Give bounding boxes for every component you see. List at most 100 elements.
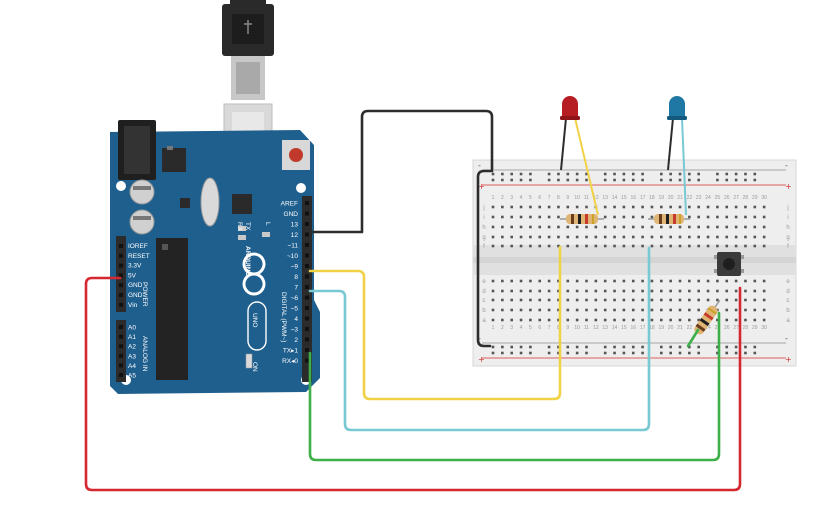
header-pin[interactable] [119,263,123,268]
breadboard-rail-hole[interactable] [529,351,532,355]
breadboard-hole[interactable] [734,235,738,239]
breadboard-hole[interactable] [650,308,654,312]
breadboard-hole[interactable] [641,279,644,283]
breadboard-hole[interactable] [725,225,729,229]
breadboard-hole[interactable] [547,289,551,293]
breadboard-hole[interactable] [491,244,495,248]
breadboard-hole[interactable] [566,298,570,302]
breadboard-hole[interactable] [613,289,616,293]
breadboard-hole[interactable] [613,308,616,312]
breadboard-hole[interactable] [762,279,766,283]
breadboard-rail-hole[interactable] [678,351,682,355]
breadboard-rail-hole[interactable] [631,172,635,176]
breadboard-hole[interactable] [678,205,682,209]
breadboard-hole[interactable] [594,279,598,283]
breadboard-hole[interactable] [603,235,607,239]
breadboard-hole[interactable] [734,298,738,302]
breadboard-hole[interactable] [641,225,644,229]
header-pin[interactable] [305,243,309,247]
breadboard-hole[interactable] [725,215,729,219]
breadboard-hole[interactable] [491,235,495,239]
breadboard-hole[interactable] [538,244,542,248]
breadboard-hole[interactable] [547,244,551,248]
breadboard-hole[interactable] [519,205,523,209]
breadboard-rail-hole[interactable] [631,178,635,182]
breadboard-hole[interactable] [622,298,626,302]
breadboard-hole[interactable] [762,318,766,322]
breadboard-hole[interactable] [613,318,616,322]
breadboard-rail-hole[interactable] [631,351,635,355]
breadboard-rail-hole[interactable] [622,345,626,349]
breadboard-hole[interactable] [688,244,691,248]
breadboard-hole[interactable] [585,298,588,302]
breadboard-hole[interactable] [706,215,710,219]
breadboard-hole[interactable] [697,235,700,239]
breadboard-hole[interactable] [725,308,729,312]
breadboard-hole[interactable] [716,289,719,293]
breadboard-hole[interactable] [529,215,532,219]
breadboard-hole[interactable] [688,225,691,229]
breadboard-hole[interactable] [501,215,504,219]
breadboard-hole[interactable] [557,298,560,302]
breadboard-hole[interactable] [622,225,626,229]
breadboard-hole[interactable] [594,308,598,312]
header-pin[interactable] [119,334,123,339]
breadboard-hole[interactable] [547,308,551,312]
breadboard-hole[interactable] [594,235,598,239]
breadboard-hole[interactable] [734,308,738,312]
breadboard-hole[interactable] [510,244,513,248]
breadboard-hole[interactable] [501,279,504,283]
breadboard-rail-hole[interactable] [519,172,523,176]
breadboard-hole[interactable] [519,215,523,219]
breadboard-hole[interactable] [631,289,635,293]
breadboard[interactable]: - + - + - + - + 112233445566778899101011… [472,159,797,367]
breadboard-rail-hole[interactable] [641,351,644,355]
breadboard-hole[interactable] [725,205,729,209]
breadboard-hole[interactable] [669,205,672,209]
breadboard-hole[interactable] [716,205,719,209]
breadboard-hole[interactable] [622,318,626,322]
breadboard-hole[interactable] [529,279,532,283]
breadboard-hole[interactable] [622,244,626,248]
breadboard-hole[interactable] [697,225,700,229]
breadboard-hole[interactable] [762,235,766,239]
breadboard-rail-hole[interactable] [660,351,663,355]
header-pin[interactable] [305,306,309,310]
breadboard-hole[interactable] [697,289,700,293]
breadboard-rail-hole[interactable] [641,345,644,349]
header-pin[interactable] [305,285,309,289]
breadboard-hole[interactable] [585,225,588,229]
breadboard-hole[interactable] [660,289,663,293]
breadboard-hole[interactable] [575,289,579,293]
breadboard-rail-hole[interactable] [501,345,504,349]
wire-green-pin2[interactable] [308,311,721,462]
breadboard-hole[interactable] [519,235,523,239]
breadboard-hole[interactable] [716,215,719,219]
breadboard-hole[interactable] [706,298,710,302]
breadboard-rail-hole[interactable] [697,351,700,355]
breadboard-hole[interactable] [744,279,747,283]
breadboard-hole[interactable] [678,298,682,302]
breadboard-hole[interactable] [547,235,551,239]
breadboard-hole[interactable] [631,215,635,219]
breadboard-hole[interactable] [641,244,644,248]
breadboard-hole[interactable] [753,298,757,302]
breadboard-hole[interactable] [538,308,542,312]
breadboard-hole[interactable] [660,308,663,312]
breadboard-rail-hole[interactable] [678,172,682,176]
breadboard-rail-hole[interactable] [510,178,513,182]
breadboard-hole[interactable] [566,308,570,312]
breadboard-rail-hole[interactable] [529,178,532,182]
wire-black-rail-link[interactable] [476,169,494,348]
breadboard-hole[interactable] [669,244,672,248]
pushbutton[interactable] [714,252,744,276]
breadboard-hole[interactable] [697,308,700,312]
header-pin[interactable] [305,232,309,237]
breadboard-rail-hole[interactable] [669,351,672,355]
breadboard-hole[interactable] [575,298,579,302]
breadboard-hole[interactable] [529,318,532,322]
breadboard-hole[interactable] [669,289,672,293]
breadboard-hole[interactable] [753,279,757,283]
breadboard-hole[interactable] [725,289,729,293]
breadboard-hole[interactable] [566,289,570,293]
